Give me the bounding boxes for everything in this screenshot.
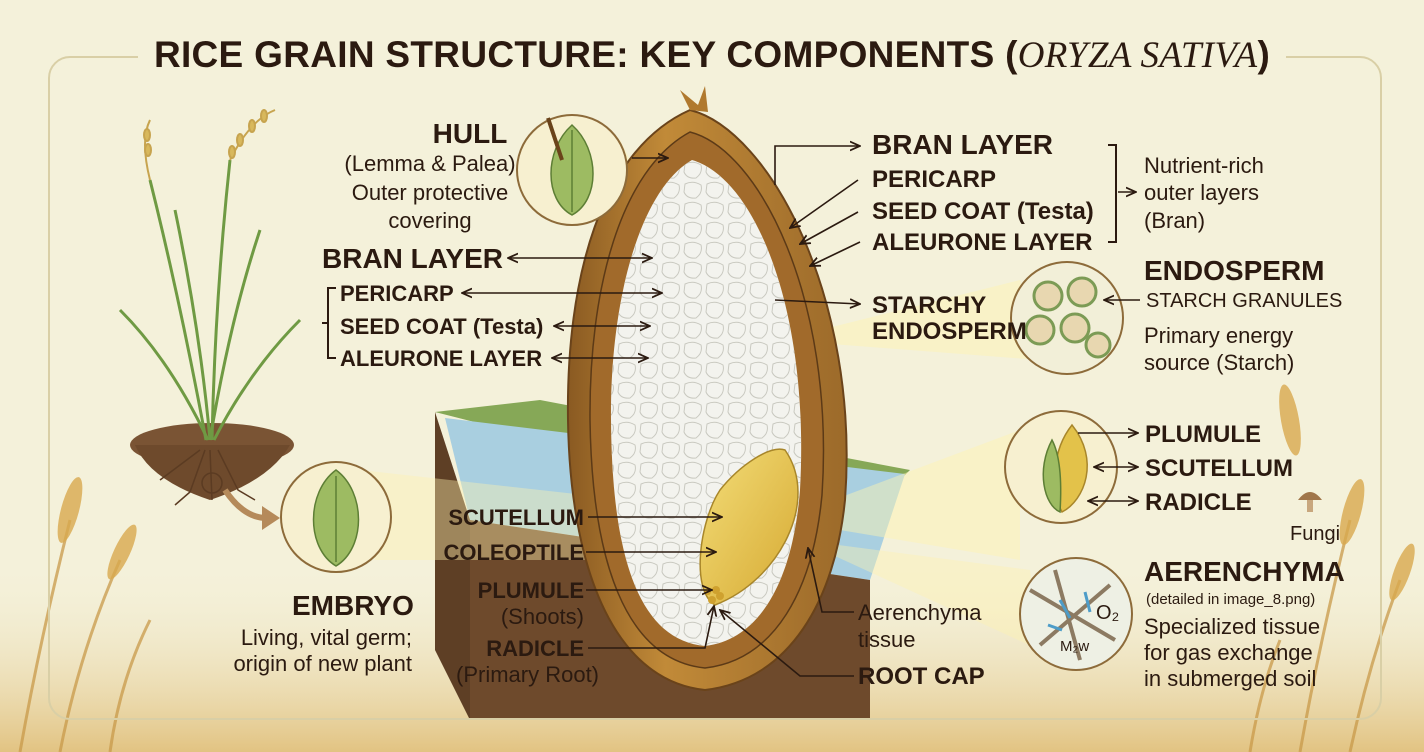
embryo-right-radicle: RADICLE [1145,489,1252,516]
aerenchyma-desc-2: for gas exchange [1144,640,1313,665]
aerenchyma-tissue-1: Aerenchyma [858,600,982,625]
bracket-left [322,287,336,359]
water-label: M₂w [1060,638,1090,655]
arrow-bran-right [774,146,860,185]
arrow-seedcoat-right [800,211,859,244]
endosperm-granules: STARCH GRANULES [1146,290,1343,312]
arrow-pericarp-right [790,179,859,228]
starchy-line-1: STARCHY [872,292,987,319]
aerenchyma-desc-1: Specialized tissue [1144,614,1321,639]
hull-sub: (Lemma & Palea) [344,151,516,176]
nutrient-line-1: Nutrient-rich [1144,153,1264,178]
fungi-label: Fungi [1290,523,1341,545]
radicle-left: RADICLE [486,636,584,661]
arrow-radicle-left [588,606,714,649]
embryo-desc-1: Living, vital germ; [240,625,412,650]
endosperm-desc-1: Primary energy [1144,323,1294,348]
beam-aerenchyma [800,540,1040,650]
rice-plant-illustration [118,109,302,506]
root-cap-label: ROOT CAP [858,663,985,690]
wheat-stalks [18,519,1402,752]
aerenchyma-inset [1019,557,1133,671]
aerenchyma-heading: AERENCHYMA [1144,556,1345,587]
endosperm-inset [1010,261,1124,375]
hull-inset [516,114,628,226]
plumule-left: PLUMULE [477,578,584,603]
embryo-right-inset [1004,410,1118,524]
species-name: ORYZA SATIVA [1017,35,1258,76]
bran-right-aleurone: ALEURONE LAYER [872,229,1093,256]
arrow-aleurone-right [810,241,861,266]
nutrient-line-2: outer layers [1144,180,1259,205]
grain-embryo [699,448,799,606]
bran-left-pericarp: PERICARP [340,281,454,306]
embryo-inset [280,461,392,573]
arrow-starchy [774,300,860,304]
arrow-root-cap [720,610,854,677]
hull-desc-2: covering [388,208,472,233]
nutrient-line-3: (Bran) [1144,208,1206,233]
hull-desc-1: Outer protective [351,180,509,205]
bran-right-seedcoat: SEED COAT (Testa) [872,198,1094,225]
bran-right-pericarp: PERICARP [872,166,997,193]
embryo-desc-2: origin of new plant [233,651,412,676]
bran-left-seedcoat: SEED COAT (Testa) [340,314,544,339]
rice-grain-cross-section [566,86,848,692]
endosperm-heading: ENDOSPERM [1144,255,1325,286]
embryo-right-scutellum: SCUTELLUM [1145,455,1293,482]
bran-left-aleurone: ALEURONE LAYER [340,346,543,371]
plumule-left-sub: (Shoots) [500,604,584,629]
page-title: RICE GRAIN STRUCTURE: KEY COMPONENTS (OR… [0,34,1424,77]
bran-left-heading: BRAN LAYER [322,243,503,274]
root-zoom-marker [201,472,223,494]
oxygen-label: O₂ [1096,602,1120,624]
hull-heading: HULL [432,118,508,149]
aerenchyma-note: (detailed in image_8.png) [1146,591,1316,608]
embryo-right-plumule: PLUMULE [1145,421,1261,448]
wheat-heads [57,384,1415,601]
embryo-heading: EMBRYO [292,590,414,621]
scutellum-left: SCUTELLUM [448,505,584,530]
coleoptile-left: COLEOPTILE [443,540,584,565]
bran-right-heading: BRAN LAYER [872,129,1053,160]
starchy-line-2: ENDOSPERM [872,318,1027,345]
aerenchyma-desc-3: in submerged soil [1144,666,1317,691]
bracket-right [1108,144,1117,243]
fungi-icon [1298,492,1322,512]
aerenchyma-tissue-2: tissue [858,627,916,652]
beam-endosperm [780,280,1040,360]
radicle-left-sub: (Primary Root) [456,662,600,687]
endosperm-desc-2: source (Starch) [1144,350,1295,375]
arrow-aerenchyma-tissue [808,548,854,613]
